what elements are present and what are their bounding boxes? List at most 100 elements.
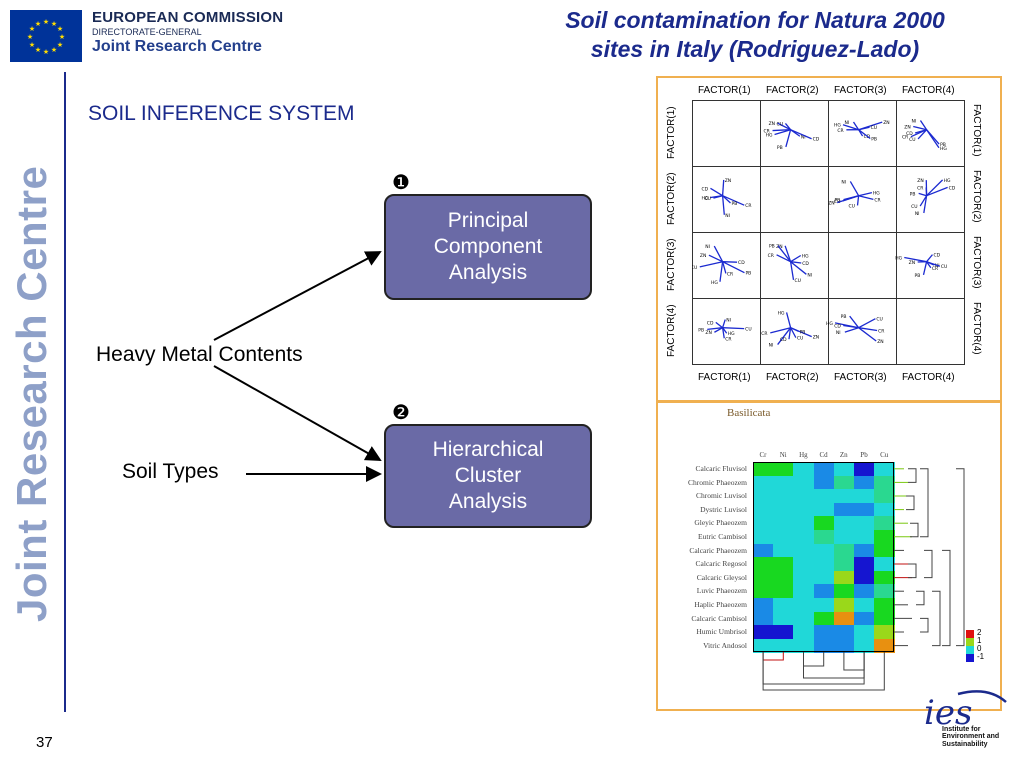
factor-right-label: FACTOR(3) <box>971 236 982 289</box>
heatmap-cell <box>753 502 774 517</box>
loading-label: CD <box>780 337 787 343</box>
pca-line-2: Component <box>433 234 543 258</box>
svg-text:★: ★ <box>59 33 65 41</box>
heatmap-cell <box>773 516 794 531</box>
heatmap-cell <box>854 475 875 490</box>
heatmap-cell <box>833 625 855 640</box>
heatmap-cell <box>773 611 794 626</box>
heatmap-cell <box>833 557 855 572</box>
heatmap-cell <box>874 462 895 477</box>
heatmap-cell <box>753 584 774 599</box>
loading-vector <box>785 129 792 148</box>
loading-label: NI <box>726 318 731 324</box>
factor-top-label: FACTOR(1) <box>698 85 751 96</box>
heatmap-cell <box>813 543 835 558</box>
heatmap-cell <box>833 530 855 545</box>
loading-label: CD <box>949 185 956 191</box>
slide-title: Soil contamination for Natura 2000 sites… <box>500 6 1010 64</box>
heatmap-cell <box>874 475 895 490</box>
loading-vector <box>922 261 928 276</box>
svg-text:★: ★ <box>29 41 35 49</box>
row-dendrogram <box>894 468 965 647</box>
loading-vector <box>790 327 799 332</box>
heatmap-cell <box>833 462 855 477</box>
heatmap-cell <box>753 530 774 545</box>
loading-vector <box>776 254 791 263</box>
heatmap-cell <box>773 638 794 653</box>
loading-vector <box>858 191 873 197</box>
heatmap-cell <box>793 516 815 531</box>
loading-label: CD <box>834 199 841 205</box>
loading-label: CU <box>795 278 801 284</box>
loading-label: CU <box>871 125 877 131</box>
loading-label: CU <box>911 204 917 210</box>
org-line-3: Joint Research Centre <box>92 38 262 56</box>
loading-vector <box>852 121 860 131</box>
dendrogram-join <box>942 549 951 647</box>
heatmap-cell <box>753 570 774 585</box>
loading-vector <box>843 195 859 201</box>
loading-label: CD <box>738 260 745 266</box>
loading-vector <box>710 187 723 197</box>
loading-label: NI <box>801 134 806 140</box>
heatmap-cell <box>833 475 855 490</box>
heatmap-cell <box>753 516 774 531</box>
svg-text:ies: ies <box>924 693 972 733</box>
heatmap-cell <box>813 475 835 490</box>
loading-label: ZN <box>909 260 915 266</box>
legend-label: -1 <box>977 652 985 661</box>
heatmap-cell <box>854 638 875 653</box>
loading-label: CU <box>704 196 710 202</box>
dendrogram-join <box>956 468 965 647</box>
factor-bottom-label: FACTOR(1) <box>698 372 751 383</box>
heatmap-cell <box>874 557 895 572</box>
loading-vector <box>770 327 791 334</box>
loading-label: CU <box>692 265 697 271</box>
heatmap-cell <box>773 584 794 599</box>
hca-box: Hierarchical Cluster Analysis <box>384 424 592 528</box>
heatmap-cell <box>833 489 855 504</box>
loading-vector <box>919 120 928 131</box>
dendrogram-join <box>908 468 917 483</box>
loading-label: NI <box>705 244 710 250</box>
heatmap-row-label: Chromic Phaeozem <box>688 477 747 487</box>
eu-flag-logo: ★★★ ★★★ ★★★ ★★★ <box>10 10 82 62</box>
loading-vector <box>858 195 874 200</box>
heatmap-column-label: Hg <box>799 451 808 459</box>
loading-label: PB <box>777 145 783 151</box>
loading-label: HG <box>766 132 773 138</box>
heatmap-cell <box>753 475 774 490</box>
loading-vector <box>722 195 731 204</box>
legend-swatch <box>966 638 974 646</box>
heatmap-cell <box>854 570 875 585</box>
loading-label: ZN <box>813 335 819 341</box>
loading-label: ZN <box>904 124 910 130</box>
heatmap-cell <box>773 598 794 613</box>
heatmap-cell <box>854 502 875 517</box>
heatmap-cell <box>813 489 835 504</box>
heatmap-cell <box>793 584 815 599</box>
heatmap-column-label: Zn <box>839 451 848 459</box>
dendrogram-join <box>910 522 919 538</box>
ies-logo: ies <box>924 690 1007 733</box>
heatmap-row-label: Vitric Andosol <box>703 640 747 650</box>
loading-label: PB <box>800 329 806 335</box>
dendrogram-join <box>762 652 784 661</box>
loading-label: NI <box>769 343 774 349</box>
factor-top-label: FACTOR(4) <box>902 85 955 96</box>
dendrogram-join <box>906 495 915 511</box>
ies-line-1: Institute for <box>942 726 981 733</box>
loading-label: CR <box>917 185 923 191</box>
heatmap-column-label: Cu <box>880 451 889 459</box>
loading-vector <box>790 129 812 140</box>
org-line-1: EUROPEAN COMMISSION <box>92 9 284 26</box>
dendrogram-join <box>843 652 865 671</box>
heatmap-cell <box>813 570 835 585</box>
loading-vector <box>849 181 860 197</box>
heatmap-cell <box>813 502 835 517</box>
pca-line-1: Principal <box>447 208 529 232</box>
loading-vector <box>926 254 933 263</box>
factor-cell <box>828 232 897 299</box>
factor-right-label: FACTOR(1) <box>971 104 982 157</box>
arrow-to-hca <box>213 365 382 461</box>
